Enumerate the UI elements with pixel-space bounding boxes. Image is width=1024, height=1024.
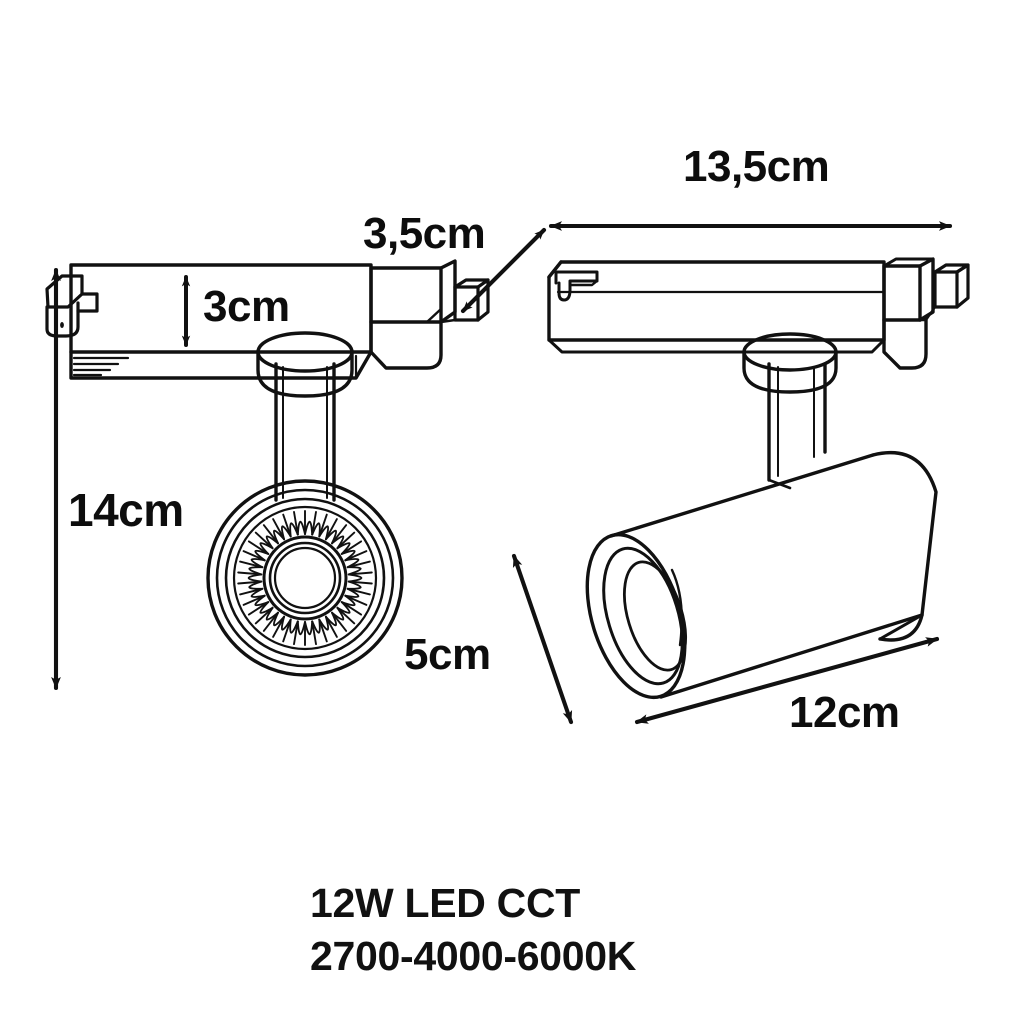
side-stem — [767, 362, 827, 490]
front-stem — [274, 362, 336, 502]
side-stem-collar — [742, 332, 838, 394]
product-caption: 12W LED CCT 2700-4000-6000K — [310, 877, 870, 983]
front-view-group — [45, 259, 490, 677]
dimension-label-total-height: 14cm — [68, 484, 184, 536]
lens-opening — [585, 532, 687, 700]
dimension-label-head-length: 12cm — [789, 688, 900, 737]
front-connector-block — [369, 259, 490, 370]
dimension-label-head-diameter: 5cm — [404, 630, 491, 679]
reflector-fins — [237, 510, 373, 646]
dim-arrow-5cm — [511, 553, 574, 725]
caption-line-cct: 2700-4000-6000K — [310, 933, 637, 979]
side-track-adapter-housing — [547, 260, 886, 354]
dimension-label-width-total: 13,5cm — [683, 142, 830, 191]
dim-arrow-3-5cm — [460, 227, 547, 314]
front-lamp-head — [206, 479, 404, 677]
dimension-label-adapter-depth: 3,5cm — [363, 209, 486, 258]
caption-line-power: 12W LED CCT — [310, 880, 581, 926]
track-contact-clip — [554, 270, 599, 302]
dim-arrow-12cm — [634, 636, 940, 725]
dimension-label-adapter-height: 3cm — [203, 282, 290, 331]
side-connector-block — [882, 257, 970, 370]
dimension-arrows — [51, 221, 953, 725]
hatch-shading — [72, 356, 130, 377]
side-view-group — [547, 257, 970, 700]
front-stem-collar — [256, 331, 354, 398]
side-cylinder-body — [585, 450, 938, 700]
